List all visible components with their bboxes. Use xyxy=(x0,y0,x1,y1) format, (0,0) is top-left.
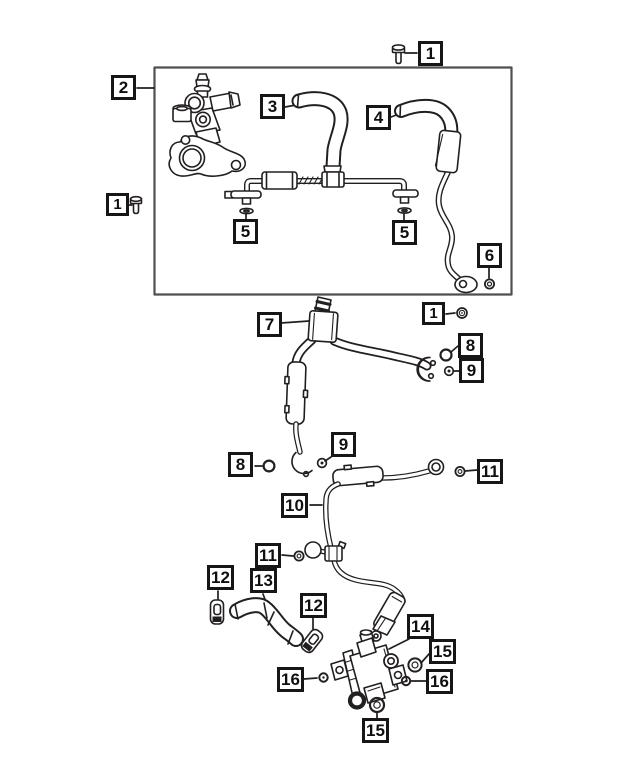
callout-1-top-right[interactable]: 1 xyxy=(418,41,443,66)
part-2-valve-assembly-drawing xyxy=(168,73,247,177)
callout-3[interactable]: 3 xyxy=(260,94,285,119)
callout-2[interactable]: 2 xyxy=(111,75,136,100)
callout-5-left[interactable]: 5 xyxy=(233,219,258,244)
callout-1-left[interactable]: 1 xyxy=(106,193,129,216)
part-13-hose-drawing xyxy=(229,597,304,647)
callout-5-right[interactable]: 5 xyxy=(392,220,417,245)
callout-1-mid[interactable]: 1 xyxy=(422,302,445,325)
bolt-icon-top-right xyxy=(391,44,406,65)
callout-15-right[interactable]: 15 xyxy=(429,639,456,664)
parts-group-frame xyxy=(153,66,513,296)
callout-12-right[interactable]: 12 xyxy=(300,593,327,618)
callout-6[interactable]: 6 xyxy=(477,243,502,268)
washer-11-right-icon xyxy=(454,465,466,477)
callout-13[interactable]: 13 xyxy=(250,568,277,593)
callout-16-right[interactable]: 16 xyxy=(426,669,453,694)
washer-9-center-icon xyxy=(316,457,328,469)
callout-7[interactable]: 7 xyxy=(257,312,282,337)
callout-11-right[interactable]: 11 xyxy=(477,459,503,484)
callout-11-left[interactable]: 11 xyxy=(255,543,281,568)
part-7-hose-assembly-drawing xyxy=(284,296,437,478)
clamp-12-right-icon xyxy=(300,628,324,654)
bolt-icon-left xyxy=(129,195,143,215)
coolant-tube-drawing xyxy=(224,165,419,215)
washer-9-right-icon xyxy=(443,365,455,377)
washer-8-left-icon xyxy=(262,459,276,473)
part-14-pump-drawing xyxy=(330,629,408,710)
callout-9-right[interactable]: 9 xyxy=(459,358,484,383)
clamp-12-left-icon xyxy=(209,599,225,625)
callout-8-right[interactable]: 8 xyxy=(458,333,483,358)
washer-6-icon xyxy=(483,278,495,290)
washer-1-icon xyxy=(456,307,468,319)
callout-14[interactable]: 14 xyxy=(407,614,434,639)
part-4-hose-drawing xyxy=(394,98,478,294)
callout-4[interactable]: 4 xyxy=(366,105,391,130)
callout-12-left[interactable]: 12 xyxy=(207,565,234,590)
callout-10[interactable]: 10 xyxy=(281,493,308,518)
washer-15-right-icon xyxy=(407,657,423,673)
washer-8-right-icon xyxy=(439,348,453,362)
washer-11-left-icon xyxy=(293,550,305,562)
callout-15-bottom[interactable]: 15 xyxy=(362,718,389,743)
callout-16-left[interactable]: 16 xyxy=(277,667,304,692)
nut-16-right-icon xyxy=(400,675,412,687)
part-3-hose-drawing xyxy=(291,91,349,175)
washer-15-bottom-icon xyxy=(368,696,386,714)
callout-9-center[interactable]: 9 xyxy=(331,432,356,457)
nut-16-left-icon xyxy=(318,672,329,683)
callout-8-left[interactable]: 8 xyxy=(228,452,253,477)
